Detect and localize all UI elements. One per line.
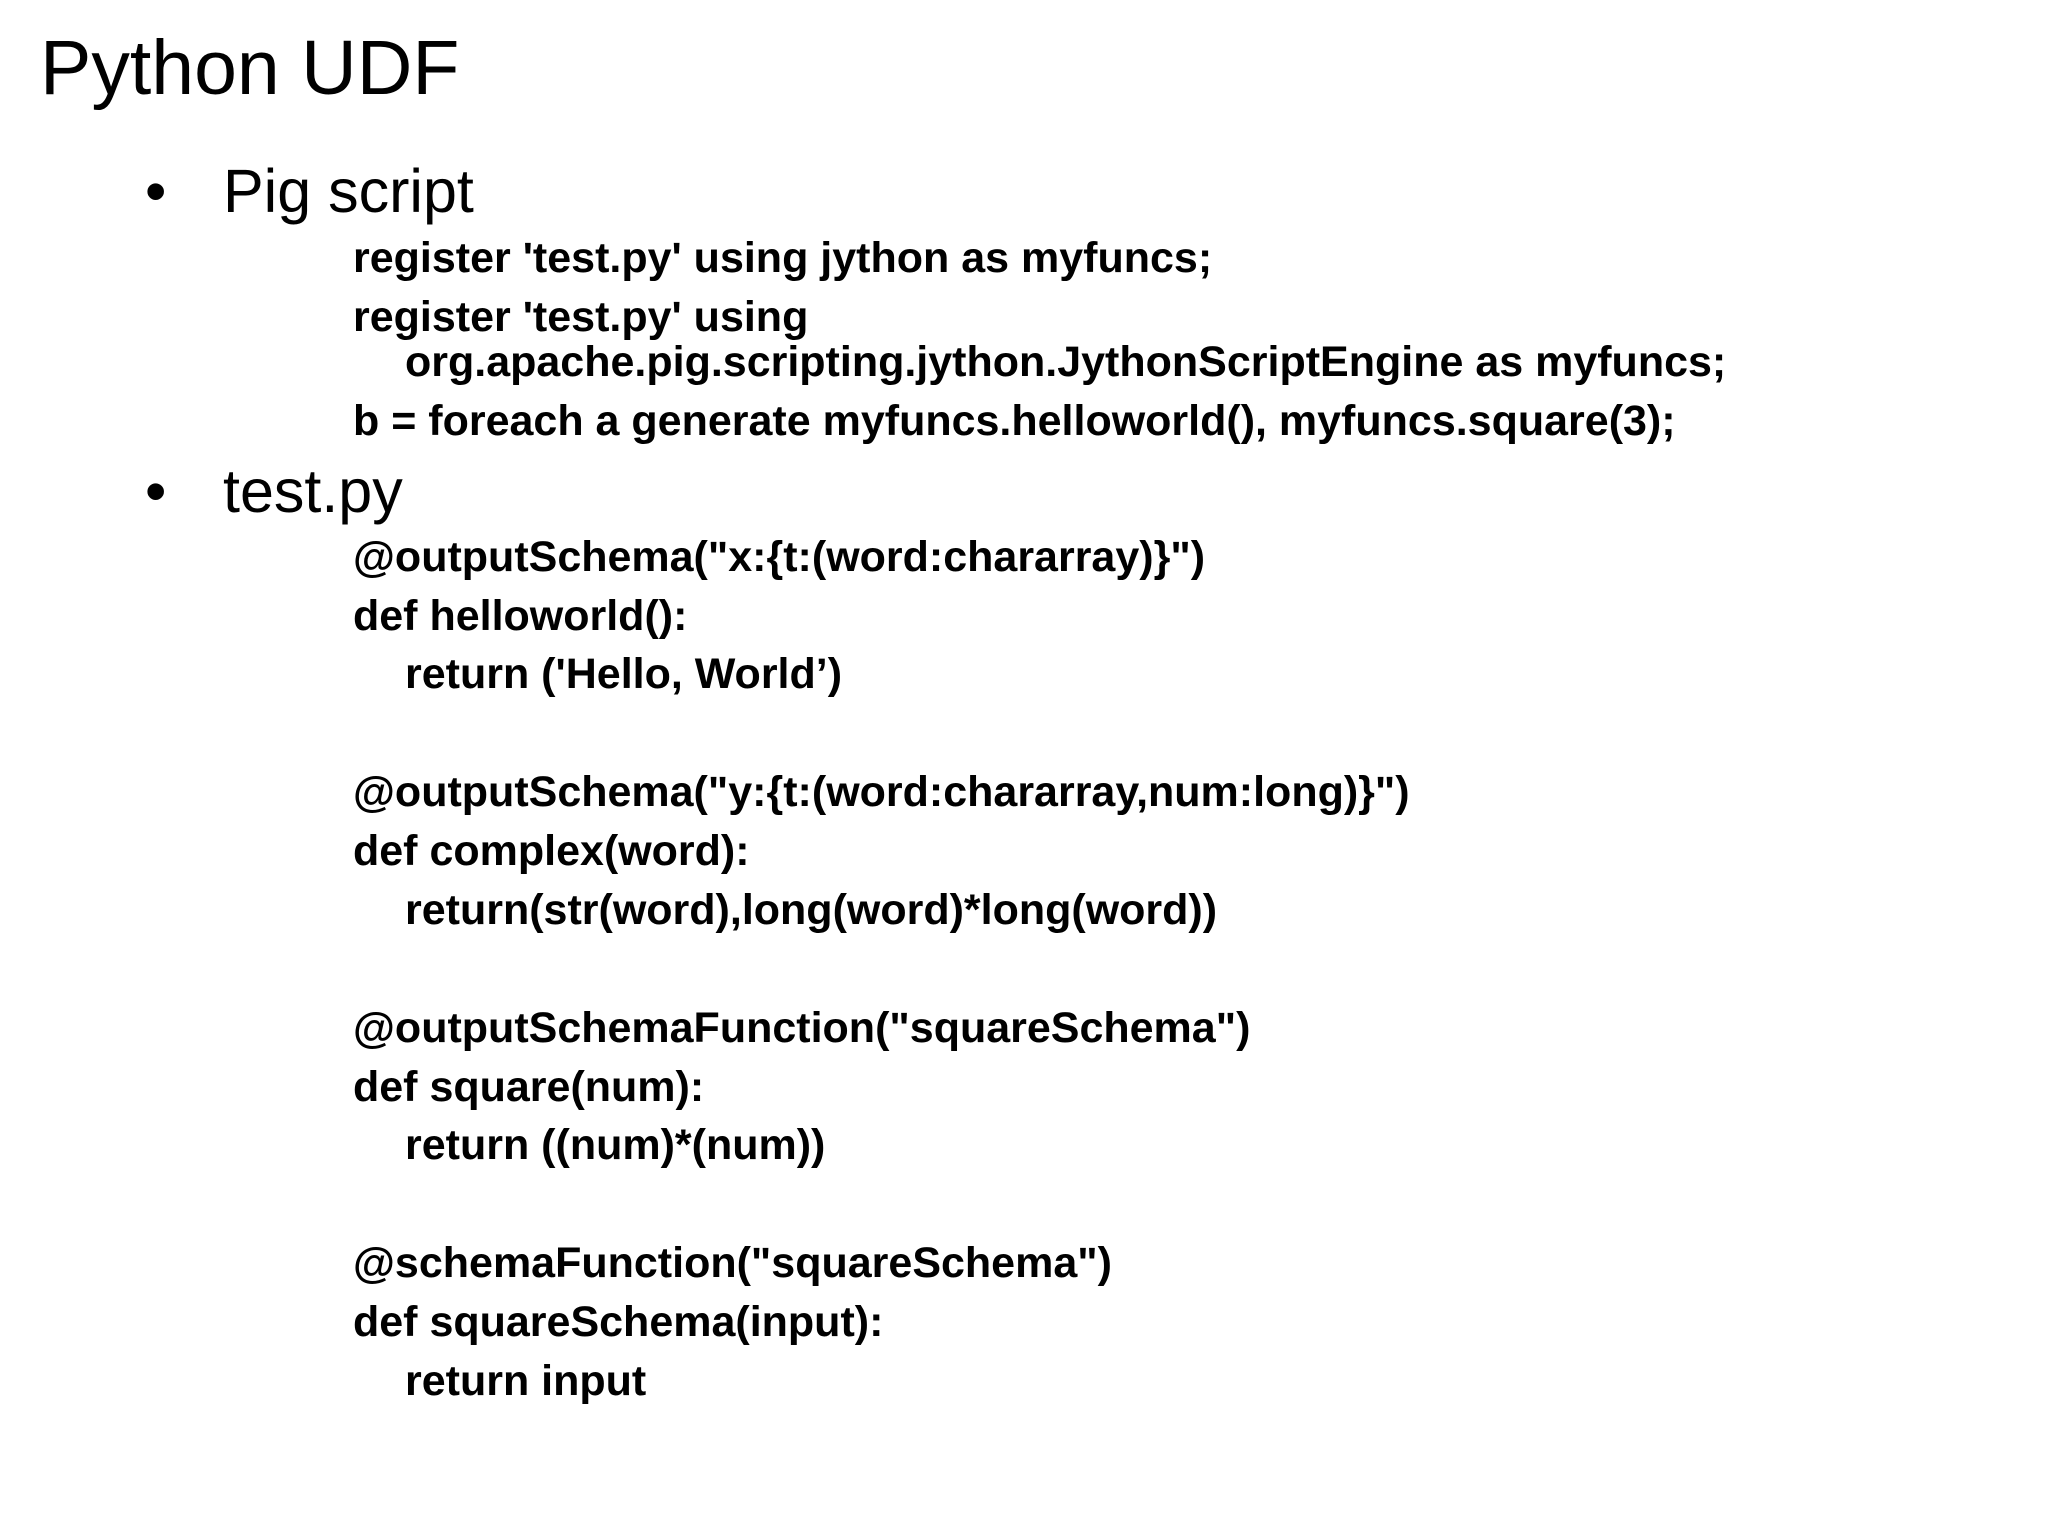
- code-line-continuation: org.apache.pig.scripting.jython.JythonSc…: [405, 338, 1727, 386]
- bullet-pig-script: • Pig script: [145, 155, 474, 227]
- code-line: return(str(word),long(word)*long(word)): [405, 886, 1218, 934]
- code-line: def square(num):: [353, 1063, 705, 1111]
- code-line: register 'test.py' using jython as myfun…: [353, 234, 1213, 282]
- code-line: @schemaFunction("squareSchema"): [353, 1239, 1112, 1287]
- bullet-test-py: • test.py: [145, 455, 403, 527]
- code-line: b = foreach a generate myfuncs.helloworl…: [353, 397, 1676, 445]
- code-line: @outputSchemaFunction("squareSchema"): [353, 1004, 1251, 1052]
- bullet-label: Pig script: [223, 157, 474, 225]
- code-line: def squareSchema(input):: [353, 1298, 884, 1346]
- bullet-marker: •: [145, 457, 167, 525]
- code-line: @outputSchema("x:{t:(word:chararray)}"): [353, 533, 1206, 581]
- code-line: @outputSchema("y:{t:(word:chararray,num:…: [353, 768, 1410, 816]
- code-line: def helloworld():: [353, 592, 688, 640]
- code-line: return ((num)*(num)): [405, 1121, 826, 1169]
- code-line: return ('Hello, World’): [405, 650, 843, 698]
- bullet-marker: •: [145, 157, 167, 225]
- code-line: def complex(word):: [353, 827, 750, 875]
- bullet-label: test.py: [223, 457, 403, 525]
- slide-title: Python UDF: [40, 25, 460, 111]
- code-line: return input: [405, 1357, 647, 1405]
- code-line: register 'test.py' using: [353, 293, 809, 341]
